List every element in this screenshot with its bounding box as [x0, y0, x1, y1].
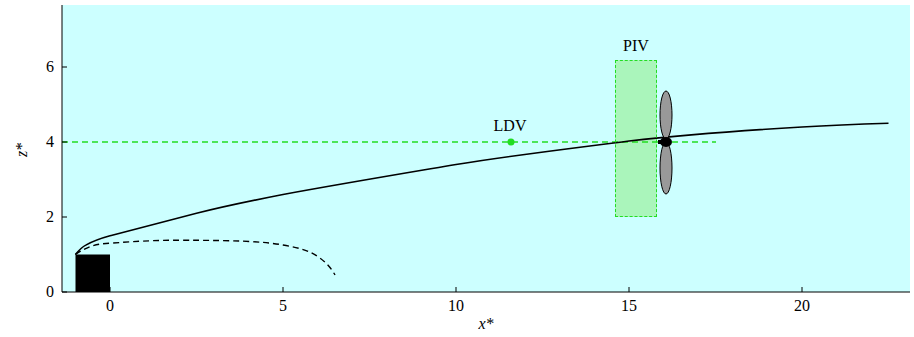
tick-label: 20 — [794, 298, 810, 314]
ldv-point — [508, 139, 515, 146]
recirculation-boundary-curve — [75, 240, 335, 275]
turbine-blade — [660, 142, 672, 194]
axis-ticks — [62, 67, 802, 292]
tick-label: 15 — [621, 298, 637, 314]
flow-domain — [62, 5, 910, 292]
tick-label: 0 — [106, 298, 114, 314]
tick-label: 6 — [46, 59, 54, 75]
instrument-label: LDV — [494, 118, 527, 134]
z-axis-line — [62, 5, 63, 292]
tick-label: 4 — [46, 134, 54, 150]
axis-label: z* — [14, 143, 30, 157]
tick-label: 5 — [279, 298, 287, 314]
tick-label: 0 — [46, 284, 54, 300]
obstacle-block — [76, 255, 111, 293]
axis-label: x* — [478, 316, 493, 332]
window-label: PIV — [623, 38, 649, 54]
measurement-window: PIV — [615, 60, 657, 217]
turbine-blade — [660, 91, 672, 139]
x-axis-line — [62, 292, 910, 293]
turbine-hub — [660, 137, 672, 147]
wake-centerline-curve — [75, 123, 888, 254]
tick-label: 10 — [448, 298, 464, 314]
tick-label: 2 — [46, 209, 54, 225]
